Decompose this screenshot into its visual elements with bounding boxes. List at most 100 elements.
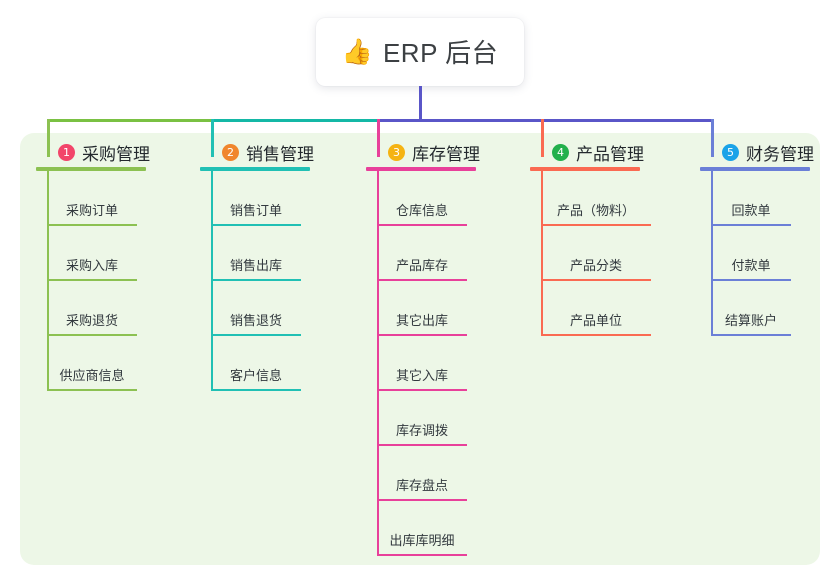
- leaf-item[interactable]: 销售订单: [211, 171, 301, 226]
- root-title: ERP 后台: [382, 37, 499, 68]
- leaf-item[interactable]: 库存盘点: [377, 446, 467, 501]
- leaf-item[interactable]: 产品（物料）: [541, 171, 651, 226]
- branch-spine: [711, 171, 713, 336]
- leaf-item[interactable]: 产品库存: [377, 226, 467, 281]
- branch-header-label: 采购管理: [82, 144, 150, 164]
- branch-header-label: 产品管理: [576, 144, 644, 164]
- leaf-item-label: 库存调拨: [395, 423, 448, 438]
- branch-items-3: 仓库信息产品库存其它出库其它入库库存调拨库存盘点出库库明细: [366, 171, 476, 556]
- leaf-item-underline: [377, 389, 467, 391]
- root-node[interactable]: 👍 ERP 后台: [316, 18, 524, 86]
- branch-header-label: 库存管理: [412, 144, 480, 164]
- leaf-item[interactable]: 结算账户: [711, 281, 791, 336]
- branch-header-5[interactable]: 5 财务管理: [700, 133, 814, 171]
- leaf-item-underline: [211, 224, 301, 226]
- diagram-panel: [20, 133, 820, 565]
- leaf-item[interactable]: 采购订单: [47, 171, 137, 226]
- bus-segment-1: [47, 119, 214, 122]
- branch-number-badge: 3: [388, 143, 405, 161]
- leaf-item[interactable]: 产品分类: [541, 226, 651, 281]
- leaf-item-label: 客户信息: [229, 368, 282, 383]
- drop-line-3: [377, 119, 380, 157]
- branch-header-4[interactable]: 4 产品管理: [530, 133, 644, 171]
- branch-spine: [541, 171, 543, 336]
- branch-spine: [377, 171, 379, 556]
- branch-items-4: 产品（物料） 产品分类产品单位: [530, 171, 651, 336]
- leaf-item-label: 仓库信息: [395, 203, 448, 218]
- branch-items-2: 销售订单销售出库销售退货客户信息: [200, 171, 310, 391]
- branch-items-1: 采购订单采购入库采购退货供应商信息: [36, 171, 146, 391]
- leaf-item-underline: [47, 389, 137, 391]
- leaf-item-label: 结算账户: [724, 313, 777, 328]
- branch-header-label: 财务管理: [746, 144, 814, 164]
- branch-column-1: 1 采购管理采购订单采购入库采购退货供应商信息: [36, 133, 150, 391]
- leaf-item-label: 供应商信息: [59, 368, 125, 383]
- branch-spine: [47, 171, 49, 391]
- leaf-item-label: 产品单位: [569, 313, 622, 328]
- leaf-item-label: 付款单: [731, 258, 771, 273]
- branch-items-5: 回款单付款单结算账户: [700, 171, 810, 336]
- branch-header-underline: [366, 167, 476, 171]
- leaf-item-underline: [541, 334, 651, 336]
- drop-line-4: [541, 119, 544, 157]
- root-node-content: 👍 ERP 后台: [342, 33, 498, 70]
- branch-number-badge: 5: [722, 143, 739, 161]
- branch-number-badge: 4: [552, 143, 569, 161]
- drop-line-1: [47, 119, 50, 157]
- leaf-item-underline: [377, 334, 467, 336]
- drop-line-5: [711, 119, 714, 157]
- leaf-item-underline: [377, 279, 467, 281]
- leaf-item[interactable]: 采购退货: [47, 281, 137, 336]
- branch-number-badge: 2: [222, 143, 239, 161]
- branch-column-4: 4 产品管理产品（物料） 产品分类产品单位: [530, 133, 651, 336]
- leaf-item[interactable]: 产品单位: [541, 281, 651, 336]
- leaf-item-underline: [377, 499, 467, 501]
- leaf-item[interactable]: 出库库明细: [377, 501, 467, 556]
- leaf-item-underline: [711, 224, 791, 226]
- leaf-item-label: 采购退货: [65, 313, 118, 328]
- branch-header-underline: [700, 167, 810, 171]
- branch-header-1[interactable]: 1 采购管理: [36, 133, 150, 171]
- leaf-item[interactable]: 回款单: [711, 171, 791, 226]
- branch-header-label: 销售管理: [246, 144, 314, 164]
- leaf-item-underline: [377, 554, 467, 556]
- leaf-item[interactable]: 付款单: [711, 226, 791, 281]
- leaf-item[interactable]: 仓库信息: [377, 171, 467, 226]
- leaf-item-label: 其它出库: [395, 313, 448, 328]
- leaf-item-underline: [711, 334, 791, 336]
- leaf-item[interactable]: 采购入库: [47, 226, 137, 281]
- leaf-item-label: 产品库存: [395, 258, 448, 273]
- branch-column-5: 5 财务管理回款单付款单结算账户: [700, 133, 814, 336]
- leaf-item[interactable]: 销售出库: [211, 226, 301, 281]
- leaf-item-label: 出库库明细: [389, 533, 455, 548]
- leaf-item-label: 库存盘点: [395, 478, 448, 493]
- leaf-item-underline: [211, 389, 301, 391]
- leaf-item-underline: [47, 224, 137, 226]
- branch-spine: [211, 171, 213, 391]
- branch-header-3[interactable]: 3 库存管理: [366, 133, 480, 171]
- leaf-item-label: 销售出库: [229, 258, 282, 273]
- branch-header-underline: [200, 167, 310, 171]
- leaf-item[interactable]: 其它入库: [377, 336, 467, 391]
- drop-line-2: [211, 119, 214, 157]
- branch-number-badge: 1: [58, 143, 75, 161]
- leaf-item[interactable]: 供应商信息: [47, 336, 137, 391]
- leaf-item[interactable]: 销售退货: [211, 281, 301, 336]
- leaf-item-label: 其它入库: [395, 368, 448, 383]
- branch-header-underline: [36, 167, 146, 171]
- leaf-item[interactable]: 库存调拨: [377, 391, 467, 446]
- leaf-item-underline: [711, 279, 791, 281]
- leaf-item[interactable]: 其它出库: [377, 281, 467, 336]
- leaf-item-label: 采购入库: [65, 258, 118, 273]
- leaf-item-underline: [377, 444, 467, 446]
- branch-header-2[interactable]: 2 销售管理: [200, 133, 314, 171]
- leaf-item-label: 产品（物料）: [556, 203, 635, 218]
- leaf-item-label: 回款单: [731, 203, 771, 218]
- thumbs-up-icon: 👍: [341, 37, 373, 66]
- branch-header-underline: [530, 167, 640, 171]
- leaf-item-label: 销售退货: [229, 313, 282, 328]
- leaf-item-label: 销售订单: [229, 203, 282, 218]
- leaf-item[interactable]: 客户信息: [211, 336, 301, 391]
- leaf-item-label: 产品分类: [569, 258, 622, 273]
